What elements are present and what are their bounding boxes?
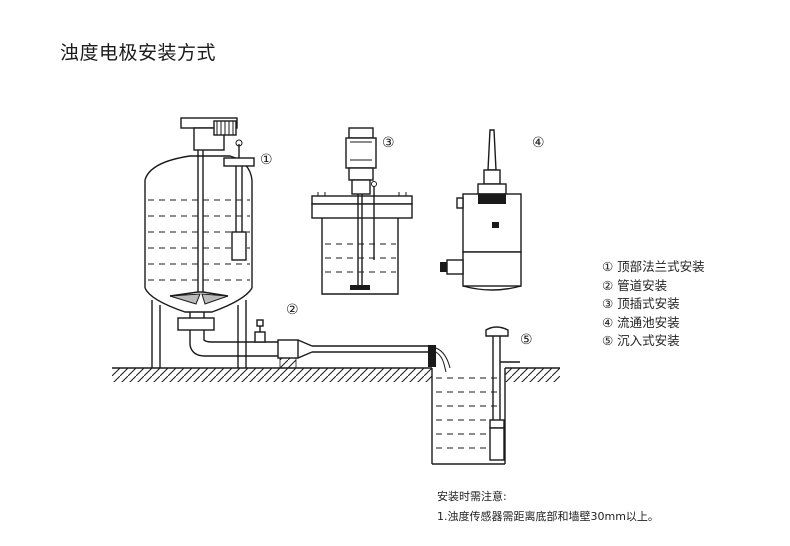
top-insertion-vessel	[311, 127, 413, 295]
legend-item: ⑤ 沉入式安装	[602, 333, 680, 349]
legend: ① 顶部法兰式安装 ② 管道安装 ③ 顶插式安装 ④ 流通池安装 ⑤ 沉入式安装	[602, 258, 705, 351]
marker-5: ⑤	[520, 332, 533, 348]
legend-item: ③ 顶插式安装	[602, 296, 680, 312]
notes-heading: 安装时需注意:	[437, 490, 507, 503]
legend-item: ② 管道安装	[602, 277, 668, 293]
marker-4: ④	[532, 135, 545, 151]
notes-item: 1.浊度传感器需距离底部和墙壁30mm以上。	[437, 510, 659, 523]
submersion-pit	[431, 326, 520, 465]
page-title: 浊度电极安装方式	[60, 42, 217, 64]
ground	[112, 367, 560, 382]
installation-notes: 安装时需注意: 1.浊度传感器需距离底部和墙壁30mm以上。	[437, 487, 659, 527]
pipeline	[189, 319, 451, 373]
marker-3: ③	[382, 135, 395, 151]
legend-item: ④ 流通池安装	[602, 314, 680, 330]
marker-1: ①	[260, 152, 273, 168]
marker-2: ②	[286, 302, 299, 318]
flow-cell	[440, 129, 522, 291]
legend-item: ① 顶部法兰式安装	[602, 259, 705, 274]
reaction-tank	[144, 117, 255, 368]
